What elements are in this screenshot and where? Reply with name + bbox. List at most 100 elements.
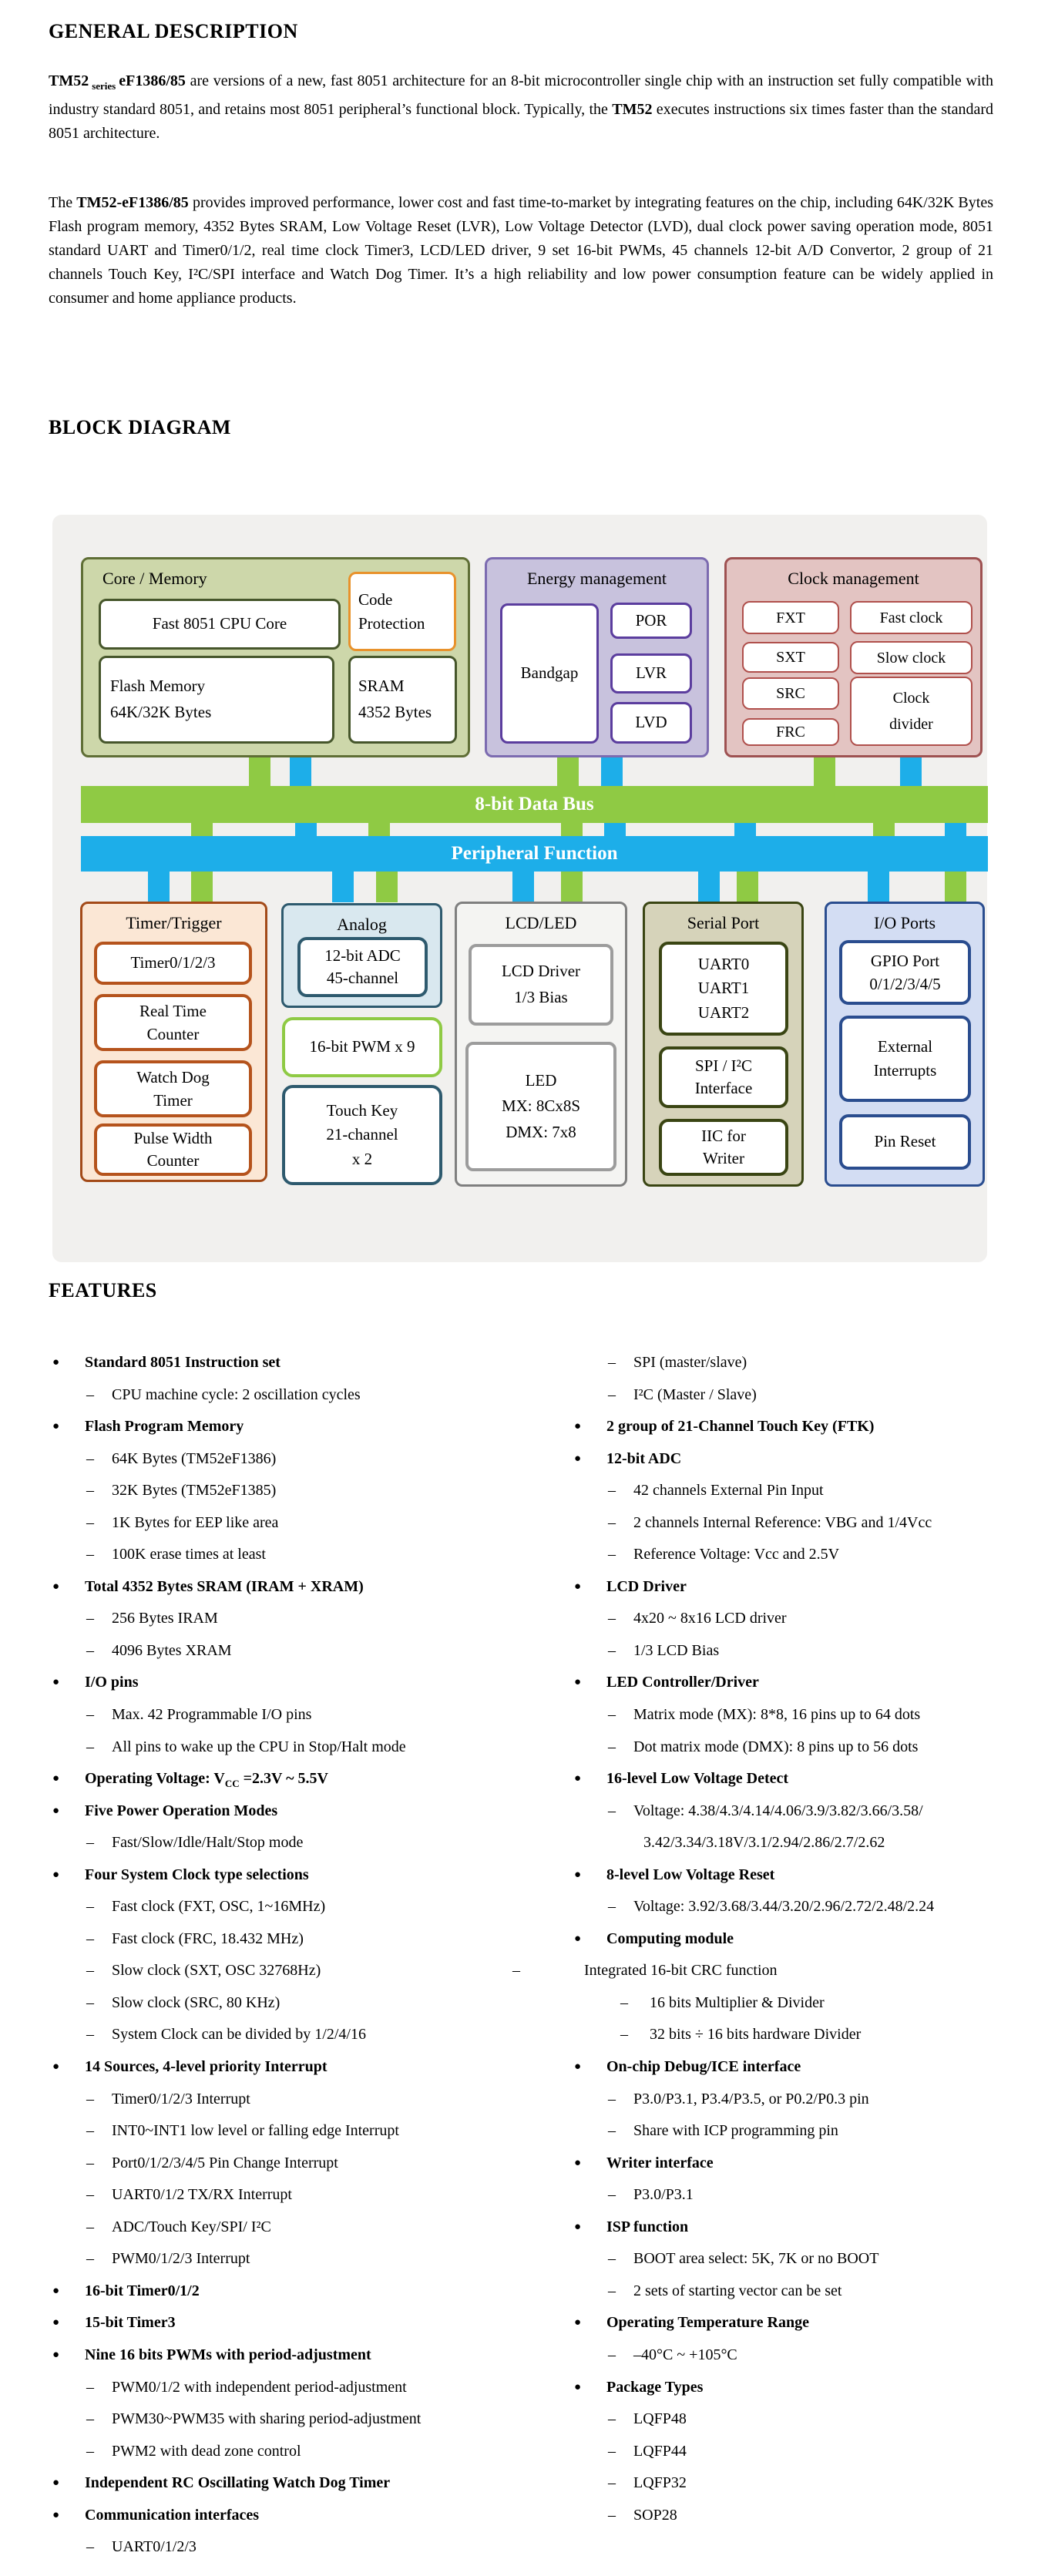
dash-marker-icon: – — [608, 2506, 616, 2524]
feature-item: –Share with ICP programming pin — [574, 2115, 1036, 2148]
diagram-box-line: Writer — [703, 1149, 744, 1167]
dash-marker-icon: – — [86, 2538, 94, 2556]
bullet-marker-icon: ● — [52, 2477, 60, 2490]
bus-connector — [148, 871, 170, 902]
feature-text: 64K Bytes (TM52eF1386) — [112, 1449, 277, 1467]
feature-item: –Integrated 16-bit CRC function — [512, 1955, 1036, 1987]
diagram-box-line: UART2 — [697, 1003, 750, 1022]
bullet-marker-icon: ● — [52, 1772, 60, 1785]
diagram-box-line: Watch Dog — [136, 1067, 210, 1086]
diagram-box-frc: FRC — [742, 718, 839, 746]
feature-text: PWM0/1/2 with independent period-adjustm… — [112, 2378, 407, 2396]
bullet-marker-icon: ● — [52, 1420, 60, 1433]
diagram-group-title: Clock management — [788, 569, 919, 588]
feature-text: Voltage: 3.92/3.68/3.44/3.20/2.96/2.72/2… — [633, 1898, 935, 1916]
feature-text: P3.0/P3.1, P3.4/P3.5, or P0.2/P0.3 pin — [633, 2090, 869, 2107]
dash-marker-icon: – — [512, 1962, 520, 1980]
bus-connector — [512, 871, 534, 902]
diagram-box-line: DMX: 7x8 — [506, 1122, 576, 1141]
bullet-marker-icon: ● — [574, 1868, 582, 1881]
diagram-box-line: x 2 — [351, 1149, 373, 1168]
diagram-box-line: Slow clock — [876, 649, 946, 667]
feature-text: 15-bit Timer3 — [85, 2314, 176, 2332]
dash-marker-icon: – — [86, 2442, 94, 2460]
dash-marker-icon: – — [608, 2122, 616, 2140]
diagram-box-line: FXT — [776, 609, 805, 626]
feature-item: –P3.0/P3.1, P3.4/P3.5, or P0.2/P0.3 pin — [574, 2084, 1036, 2116]
feature-item: ●Four System Clock type selections — [52, 1859, 565, 1892]
bus-connector — [368, 822, 390, 837]
feature-text: LQFP44 — [633, 2442, 687, 2460]
diagram-box-line: LVD — [635, 713, 667, 732]
bullet-marker-icon: ● — [52, 1868, 60, 1881]
feature-item: –Fast clock (FXT, OSC, 1~16MHz) — [52, 1891, 565, 1923]
feature-text: 3.42/3.34/3.18V/3.1/2.94/2.86/2.7/2.62 — [643, 1834, 885, 1852]
diagram-box-line: 1/3 Bias — [514, 988, 568, 1006]
feature-text: Independent RC Oscillating Watch Dog Tim… — [85, 2474, 391, 2492]
diagram-box-line: Bandgap — [520, 663, 579, 683]
feature-text: SPI (master/slave) — [633, 1354, 747, 1371]
feature-item: –PWM0/1/2 with independent period-adjust… — [52, 2372, 565, 2404]
feature-text: System Clock can be divided by 1/2/4/16 — [112, 2026, 366, 2044]
feature-text: Package Types — [606, 2378, 704, 2396]
feature-item: –Timer0/1/2/3 Interrupt — [52, 2084, 565, 2116]
feature-item: ●Operating Temperature Range — [574, 2307, 1036, 2339]
dash-marker-icon: – — [608, 1610, 616, 1627]
diagram-box-line: Interrupts — [873, 1061, 937, 1080]
feature-text: Fast clock (FXT, OSC, 1~16MHz) — [112, 1898, 326, 1916]
bus-connector — [376, 871, 398, 902]
diagram-group-title: Analog — [337, 915, 387, 934]
feature-text: Port0/1/2/3/4/5 Pin Change Interrupt — [112, 2154, 338, 2171]
feature-item: –INT0~INT1 low level or falling edge Int… — [52, 2115, 565, 2148]
feature-text: 1K Bytes for EEP like area — [112, 1513, 279, 1531]
feature-text: 16-level Low Voltage Detect — [606, 1770, 789, 1788]
feature-item: ●Flash Program Memory — [52, 1411, 565, 1443]
diagram-box-line: LED — [525, 1070, 557, 1090]
feature-item: ●I/O pins — [52, 1667, 565, 1699]
feature-text: Operating Temperature Range — [606, 2314, 809, 2332]
feature-item: ●14 Sources, 4-level priority Interrupt — [52, 2051, 565, 2084]
feature-text: On-chip Debug/ICE interface — [606, 2058, 801, 2076]
bullet-marker-icon: ● — [574, 2060, 582, 2074]
bus-connector — [945, 822, 966, 837]
feature-item: –256 Bytes IRAM — [52, 1603, 565, 1635]
dash-marker-icon: – — [86, 1738, 94, 1755]
bullet-marker-icon: ● — [574, 1580, 582, 1593]
dash-marker-icon: – — [86, 2410, 94, 2428]
feature-item: –Fast/Slow/Idle/Halt/Stop mode — [52, 1827, 565, 1859]
feature-item: –4x20 ~ 8x16 LCD driver — [574, 1603, 1036, 1635]
bullet-marker-icon: ● — [574, 1932, 582, 1945]
diagram-box-line: 64K/32K Bytes — [110, 703, 212, 721]
feature-item: ●2 group of 21-Channel Touch Key (FTK) — [574, 1411, 1036, 1443]
diagram-box-bandgap: Bandgap — [500, 603, 599, 744]
dash-marker-icon: – — [608, 1802, 616, 1819]
bullet-marker-icon: ● — [574, 2380, 582, 2393]
paragraph-segment: eF1386/85 — [119, 72, 186, 89]
paragraph-segment: TM52-eF1386/85 — [76, 194, 189, 211]
feature-item: –PWM0/1/2/3 Interrupt — [52, 2243, 565, 2275]
diagram-box-line: Code — [358, 590, 393, 610]
dash-marker-icon: – — [608, 1354, 616, 1371]
feature-text: SOP28 — [633, 2506, 677, 2524]
dash-marker-icon: – — [86, 1482, 94, 1500]
feature-item: –All pins to wake up the CPU in Stop/Hal… — [52, 1731, 565, 1764]
block-diagram-panel: 8-bit Data Bus Peripheral Function Core … — [52, 515, 988, 1262]
diagram-box-line: Counter — [146, 1025, 200, 1043]
feature-item: –PWM30~PWM35 with sharing period-adjustm… — [52, 2403, 565, 2436]
feature-text: Slow clock (SRC, 80 KHz) — [112, 1993, 280, 2011]
feature-item: –42 channels External Pin Input — [574, 1475, 1036, 1507]
feature-item: –P3.0/P3.1 — [574, 2179, 1036, 2212]
diagram-box-line: MX: 8Cx8S — [501, 1097, 581, 1116]
feature-item: ●12-bit ADC — [574, 1443, 1036, 1476]
features-column-right: –SPI (master/slave)–I²C (Master / Slave)… — [512, 1347, 1036, 2531]
feature-text: Computing module — [606, 1929, 734, 1947]
feature-text: 32K Bytes (TM52eF1385) — [112, 1482, 277, 1500]
dash-marker-icon: – — [86, 2154, 94, 2171]
dash-marker-icon: – — [608, 2474, 616, 2492]
bus-connector — [191, 822, 213, 837]
bullet-marker-icon: ● — [52, 1676, 60, 1689]
